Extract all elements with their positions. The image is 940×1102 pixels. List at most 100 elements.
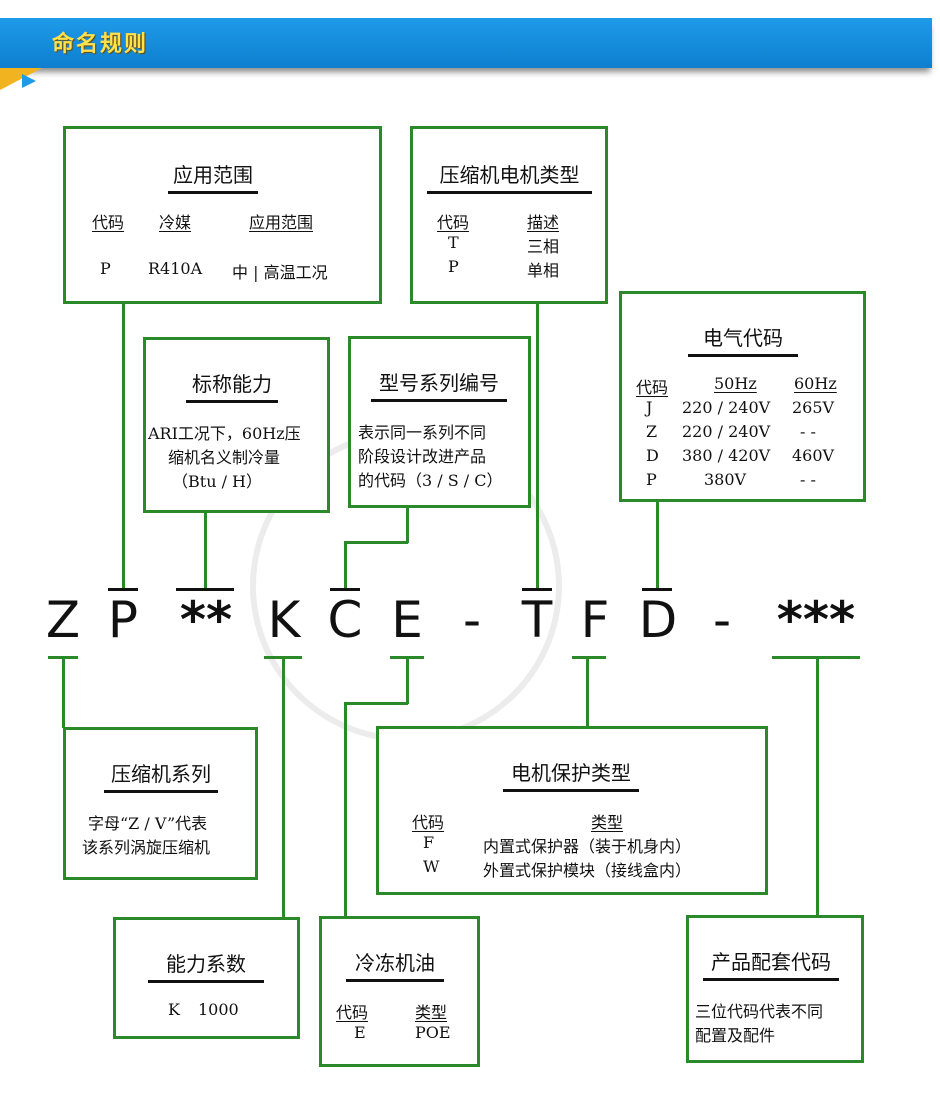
box-title: 能力系数	[148, 948, 264, 983]
model-series-box: 型号系列编号 表示同一系列不同 阶段设计改进产品 的代码（3 / S / C）	[348, 336, 531, 508]
connector-line	[406, 656, 409, 704]
cell-code: T	[448, 233, 459, 252]
tick-mark	[108, 588, 138, 591]
application-range-box: 应用范围 代码 冷媒 应用范围 P R410A 中 | 高温工况	[63, 126, 382, 304]
tick-mark	[330, 588, 360, 591]
box-title: 冷冻机油	[346, 947, 444, 982]
header-description: 描述	[527, 213, 560, 232]
box-title: 压缩机电机类型	[427, 159, 592, 194]
code-char-dash: -	[462, 591, 482, 649]
description-line: 阶段设计改进产品	[358, 447, 487, 466]
cell-50hz: 380V	[704, 470, 747, 489]
box-title: 电机保护类型	[503, 757, 639, 792]
description-line: 字母“Z / V”代表	[88, 814, 208, 833]
description-line: 缩机名义制冷量	[168, 448, 281, 467]
cell-60hz: 265V	[792, 398, 835, 417]
cell-code: F	[423, 833, 435, 852]
cell-description: 单相	[527, 261, 560, 280]
tick-mark	[772, 656, 860, 659]
cell-code: J	[646, 398, 653, 417]
cell-code: P	[646, 470, 657, 489]
cell-type: 内置式保护器（装于机身内）	[483, 837, 692, 856]
box-title: 型号系列编号	[371, 367, 507, 402]
electrical-code-box: 电气代码 代码 50Hz 60Hz J 220 / 240V 265V Z 22…	[619, 291, 866, 502]
cell-code: P	[448, 257, 459, 276]
description-line: 表示同一系列不同	[358, 423, 487, 442]
description-line: 该系列涡旋压缩机	[82, 838, 211, 857]
motor-type-box: 压缩机电机类型 代码 描述 T 三相 P 单相	[410, 126, 608, 304]
cell-60hz: 460V	[792, 446, 835, 465]
cell-code: K	[168, 1000, 180, 1019]
tick-mark	[390, 656, 424, 659]
cell-factor: 1000	[198, 1000, 239, 1019]
connector-line	[586, 656, 589, 728]
tick-mark	[176, 588, 234, 591]
cell-50hz: 220 / 240V	[682, 422, 771, 441]
capacity-factor-box: 能力系数 K 1000	[113, 917, 300, 1039]
banner-title: 命名规则	[52, 32, 149, 57]
description-line: ARI工况下，60Hz压	[148, 424, 301, 443]
compressor-series-box: 压缩机系列 字母“Z / V”代表 该系列涡旋压缩机	[63, 727, 258, 880]
description-line: 的代码（3 / S / C）	[358, 471, 503, 490]
connector-line	[204, 511, 207, 590]
cell-code: E	[354, 1023, 366, 1042]
box-title: 压缩机系列	[104, 758, 218, 793]
connector-line	[344, 541, 347, 590]
connector-line	[816, 656, 819, 918]
tick-mark	[264, 656, 302, 659]
cell-range: 中 | 高温工况	[232, 263, 328, 282]
code-char-capacity: **	[179, 591, 233, 649]
code-char-c: C	[327, 591, 363, 649]
cell-50hz: 220 / 240V	[682, 398, 771, 417]
cell-type: 外置式保护模块（接线盒内）	[483, 861, 692, 880]
connector-line	[344, 702, 347, 918]
connector-line	[122, 302, 125, 590]
refrigeration-oil-box: 冷冻机油 代码 类型 E POE	[319, 916, 480, 1067]
header-range: 应用范围	[249, 213, 314, 232]
connector-line	[406, 506, 409, 543]
cell-code: P	[100, 259, 111, 278]
cell-code: W	[423, 857, 440, 876]
box-title: 标称能力	[186, 368, 278, 403]
cell-code: D	[646, 446, 659, 465]
code-char-z: Z	[45, 591, 81, 649]
box-title: 应用范围	[168, 159, 258, 194]
header-60hz: 60Hz	[794, 374, 837, 393]
header-code: 代码	[336, 1003, 369, 1022]
description-line: （Btu / H）	[172, 472, 263, 491]
connector-line	[62, 656, 65, 728]
cell-description: 三相	[527, 237, 560, 256]
cell-refrigerant: R410A	[148, 259, 203, 278]
nominal-capacity-box: 标称能力 ARI工况下，60Hz压 缩机名义制冷量 （Btu / H）	[143, 337, 330, 513]
arrow-right-icon	[22, 74, 36, 88]
code-char-dash: -	[712, 591, 732, 649]
product-set-box: 产品配套代码 三位代码代表不同 配置及配件	[686, 915, 864, 1063]
motor-protection-box: 电机保护类型 代码 类型 F 内置式保护器（装于机身内） W 外置式保护模块（接…	[376, 726, 768, 895]
box-title: 电气代码	[688, 322, 798, 357]
header-50hz: 50Hz	[714, 374, 757, 393]
code-char-d: D	[638, 591, 678, 649]
cell-code: Z	[646, 422, 658, 441]
description-line: 配置及配件	[695, 1026, 776, 1045]
connector-line	[344, 541, 408, 544]
header-banner	[0, 18, 932, 68]
header-type: 类型	[415, 1003, 448, 1022]
code-char-f: F	[580, 591, 610, 649]
header-refrigerant: 冷媒	[159, 213, 192, 232]
cell-50hz: 380 / 420V	[682, 446, 771, 465]
cell-type: POE	[415, 1023, 451, 1042]
description-line: 三位代码代表不同	[695, 1002, 824, 1021]
header-code: 代码	[92, 213, 125, 232]
tick-mark	[572, 656, 606, 659]
tick-mark	[522, 588, 552, 591]
header-code: 代码	[412, 813, 445, 832]
header-code: 代码	[437, 213, 470, 232]
connector-line	[282, 656, 285, 918]
code-char-t: T	[521, 591, 553, 649]
header-code: 代码	[636, 378, 669, 397]
code-char-product-set: ***	[776, 591, 856, 649]
cell-60hz: - -	[800, 422, 816, 441]
connector-line	[344, 702, 408, 705]
connector-line	[656, 500, 659, 590]
code-char-k: K	[267, 591, 301, 649]
